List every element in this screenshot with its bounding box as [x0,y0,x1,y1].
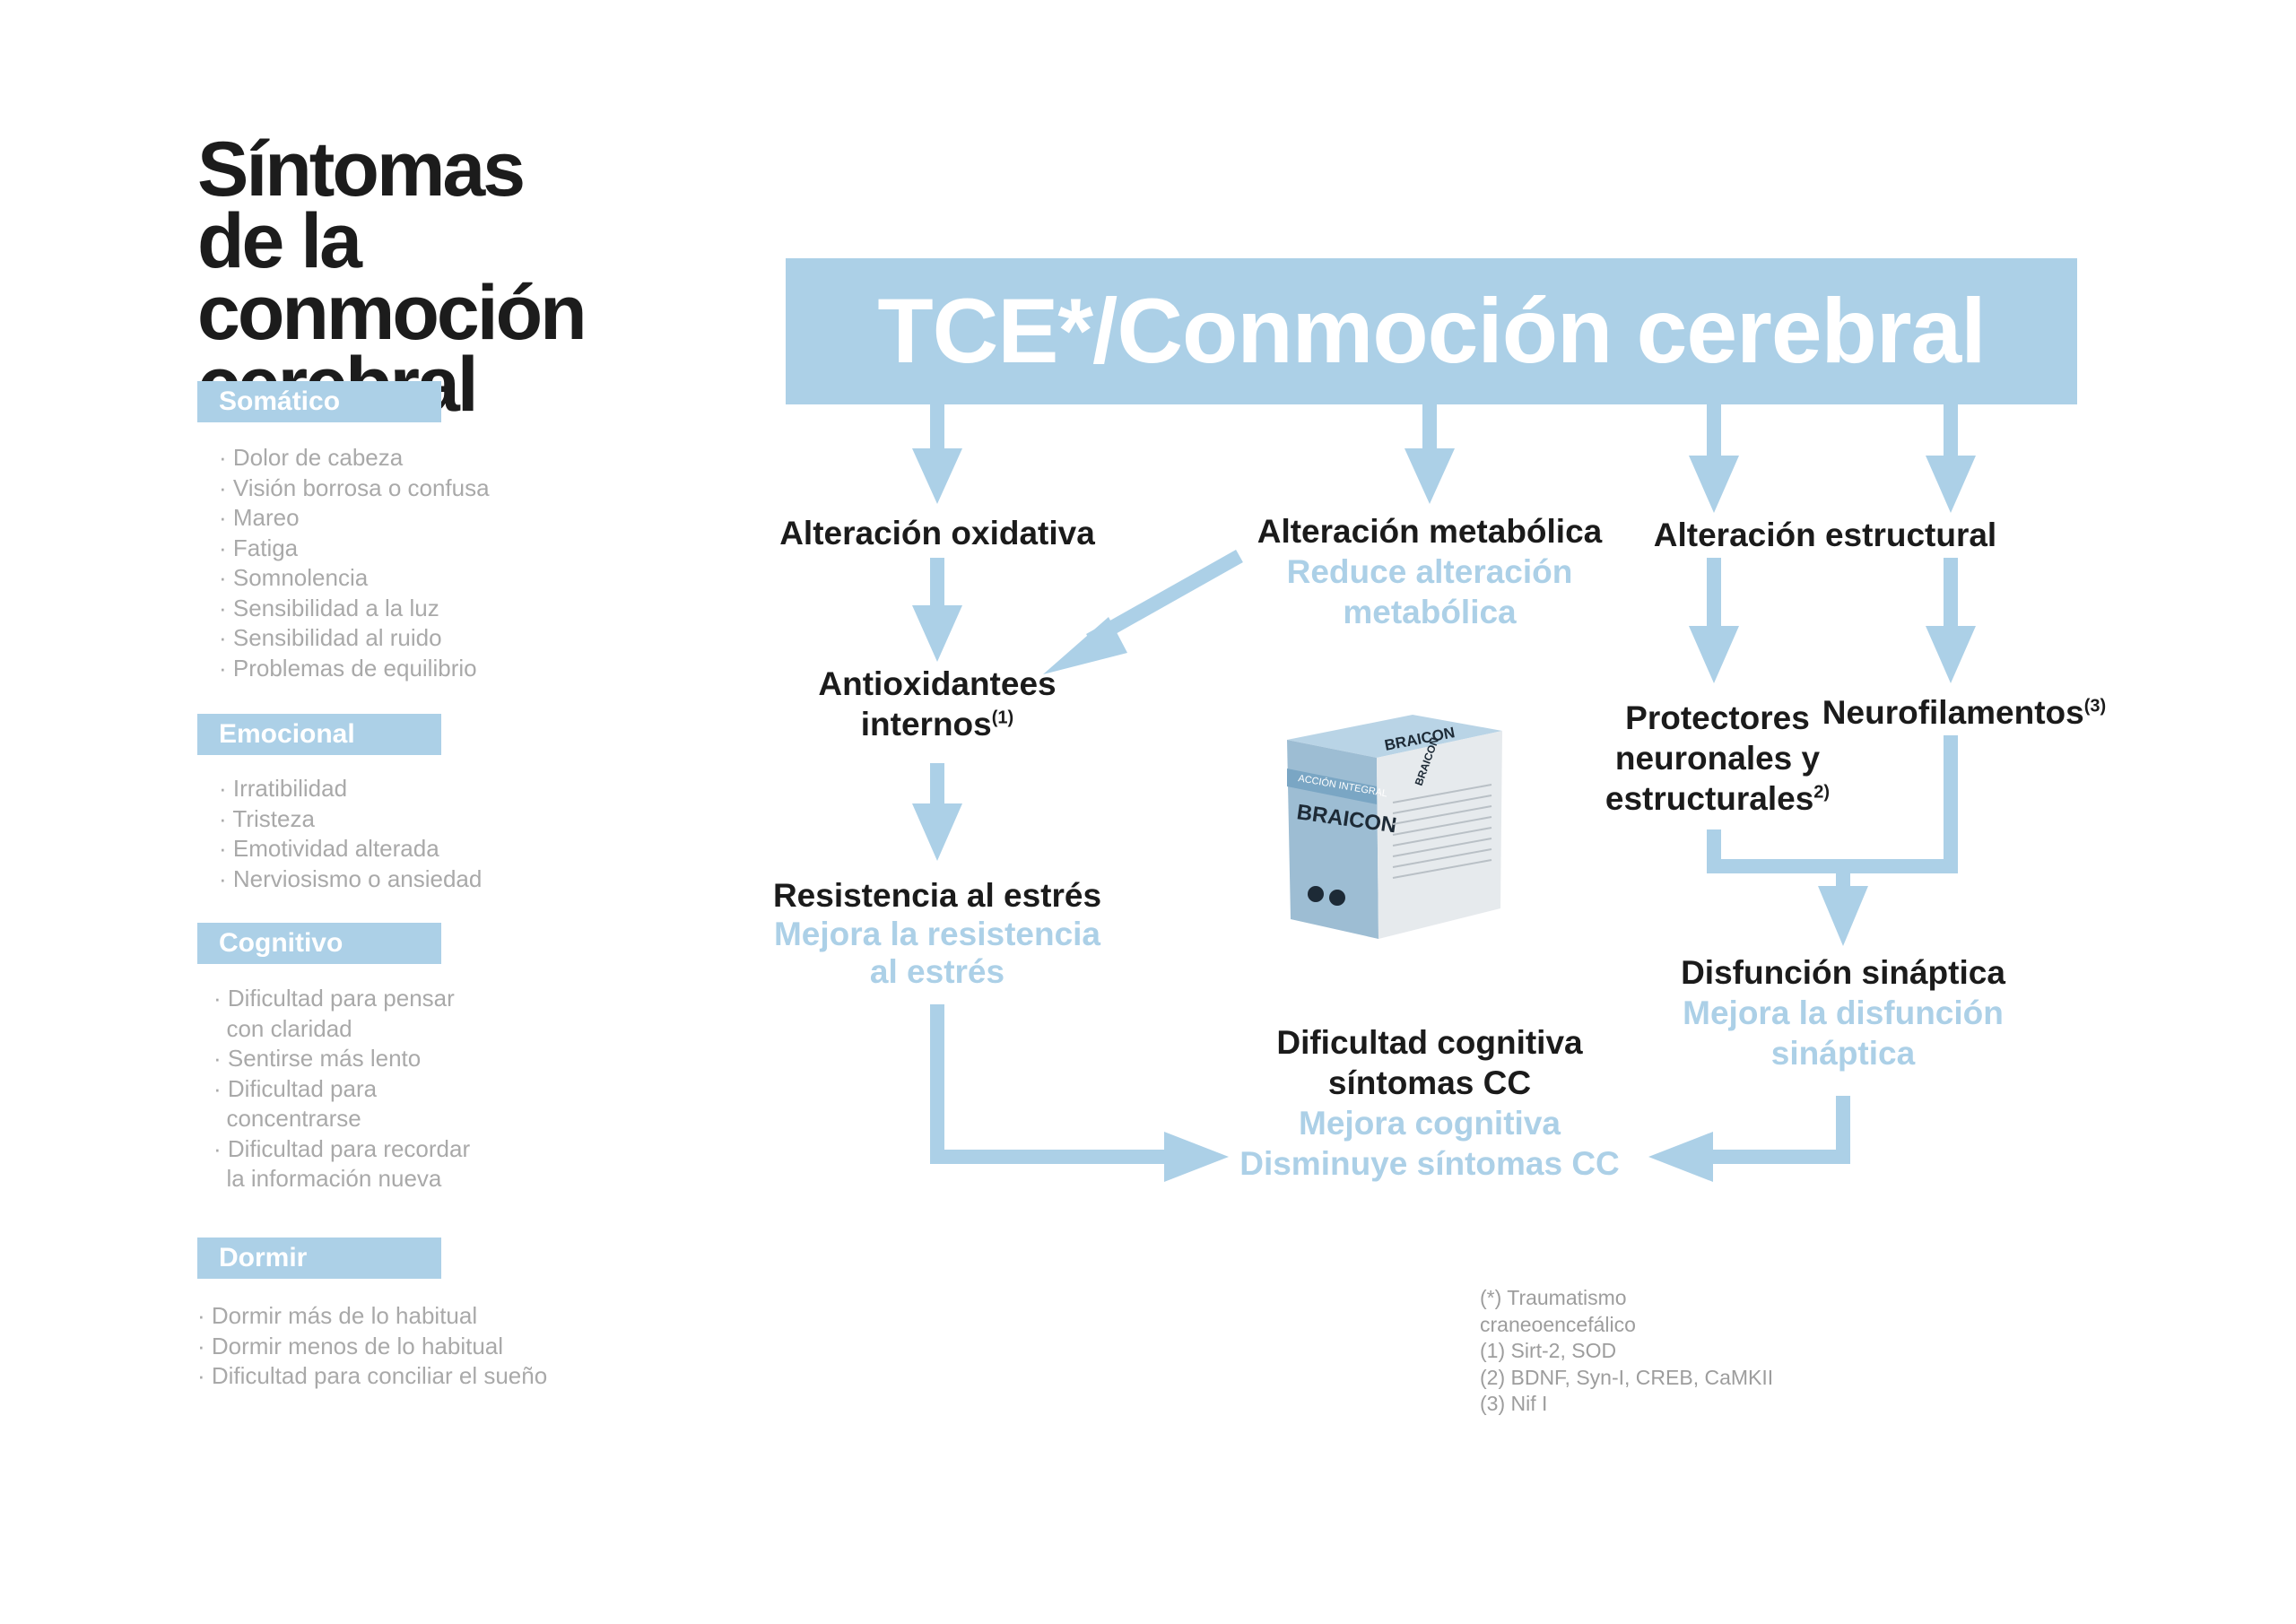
node-label-text: Neurofilamentos [1822,694,2084,731]
product-box-icon: ACCIÓN INTEGRAL BRAICON BRAICON BRAICON [1287,715,1502,939]
list-item: · Visión borrosa o confusa [219,473,490,501]
list-item: · Fatiga [219,534,299,561]
node-alteracion-metabolica: Alteración metabólica Reduce alteración … [1250,511,1609,632]
node-dificultad-cognitiva: Dificultad cognitiva síntomas CC Mejora … [1214,1022,1645,1184]
node-effect: sináptica [1770,1035,1916,1072]
footnotes: (*) Traumatismo craneoencefálico (1) Sir… [1480,1285,1773,1418]
category-label-somatico: Somático [197,381,441,422]
footnote: (2) BDNF, Syn-I, CREB, CaMKII [1480,1365,1774,1389]
arrow-head [1818,886,1868,946]
node-alteracion-oxidativa: Alteración oxidativa [758,513,1117,553]
title-line: conmoción [197,269,587,356]
node-label: Resistencia al estrés [772,877,1102,914]
arrow-head [1043,617,1127,674]
title-line: Síntomas [197,126,526,213]
arrow-shaft [1707,735,1958,873]
footnote: (1) Sirt-2, SOD [1480,1339,1617,1362]
node-label-text: internos [860,706,992,743]
list-item: · Problemas de equilibrio [219,654,477,682]
title-line: de la [197,197,362,284]
footnote-ref: (3) [2083,696,2107,716]
list-item: concentrarse [213,1105,361,1132]
node-label: Antioxidantees [818,665,1057,702]
arrow-shaft [1086,550,1243,647]
node-antioxidantes: Antioxidantees internos(1) [771,664,1103,744]
list-item: la información nueva [213,1165,442,1192]
node-neurofilamentos: Neurofilamentos(3) [1812,692,2117,733]
symptom-list-somatico: · Dolor de cabeza · Visión borrosa o con… [219,443,490,683]
node-label: Disfunción sináptica [1681,954,2005,991]
footnote: (*) Traumatismo [1480,1286,1627,1309]
list-item: · Emotividad alterada [219,835,439,862]
node-disfuncion-sinaptica: Disfunción sináptica Mejora la disfunció… [1664,952,2022,1073]
node-effect: metabólica [1343,594,1517,630]
list-item: · Dificultad para recordar [213,1134,471,1162]
node-effect: Reduce alteración [1286,553,1573,590]
category-label-dormir: Dormir [197,1238,441,1279]
list-item: · Dificultad para pensar [213,985,455,1012]
symptom-list-cognitivo: · Dificultad para pensar con claridad · … [213,984,470,1194]
list-item: · Tristeza [219,804,315,832]
node-label: Neurofilamentos(3) [1812,692,2117,733]
arrow-head [1689,456,1739,513]
node-effect: Mejora la resistencia [773,916,1101,952]
node-protectores: Protectores neuronales y estructurales2) [1565,698,1870,819]
arrow-shaft [930,1004,1166,1164]
node-effect: Disminuye síntomas CC [1239,1145,1620,1182]
list-item: · Irratibilidad [219,775,348,802]
node-effect: Mejora cognitiva [1299,1105,1561,1142]
list-item: · Sensibilidad a la luz [219,594,439,621]
footnote: (3) Nif I [1480,1392,1548,1415]
node-label: internos(1) [771,704,1103,744]
list-item: · Dolor de cabeza [219,444,404,471]
node-label: Protectores [1625,699,1810,736]
arrow-head [1648,1132,1713,1182]
list-item: · Mareo [219,504,300,531]
list-item: · Nerviosismo o ansiedad [219,864,483,892]
diagram-banner: TCE*/Conmoción cerebral [786,258,2077,404]
node-label-text: estructurales [1605,780,1814,817]
node-label: síntomas CC [1327,1064,1532,1101]
footnote: craneoencefálico [1480,1312,1636,1336]
node-label: Dificultad cognitiva [1276,1024,1583,1061]
list-item: · Dificultad para conciliar el sueño [197,1362,548,1389]
footnote-ref: (1) [991,708,1014,728]
list-item: · Dormir más de lo habitual [197,1302,478,1329]
list-item: · Sensibilidad al ruido [219,624,442,651]
arrow-head [912,605,962,662]
node-label: estructurales2) [1565,778,1870,819]
category-label-cognitivo: Cognitivo [197,923,441,964]
arrow-head [1405,448,1455,504]
arrow-head [1926,626,1976,683]
node-label: neuronales y [1614,740,1821,777]
list-item: · Dificultad para [213,1074,378,1102]
node-resistencia-estres: Resistencia al estrés Mejora la resisten… [758,875,1117,991]
node-effect: Mejora la disfunción [1683,994,2004,1031]
arrow-shaft [1711,1096,1850,1164]
list-item: · Dormir menos de lo habitual [197,1332,504,1359]
footnote-ref: 2) [1813,782,1831,803]
arrow-head [912,448,962,504]
node-alteracion-estructural: Alteración estructural [1646,515,2005,555]
arrow-head [1164,1132,1229,1182]
arrow-head [912,803,962,861]
product-box-image: ACCIÓN INTEGRAL BRAICON BRAICON BRAICON [1278,704,1511,942]
list-item: · Sentirse más lento [213,1045,422,1072]
list-item: · Somnolencia [219,564,369,591]
node-label: Alteración metabólica [1257,513,1603,550]
node-label: Alteración oxidativa [779,515,1095,551]
category-label-emocional: Emocional [197,714,441,755]
arrow-head [1926,456,1976,513]
symptom-list-dormir: · Dormir más de lo habitual · Dormir men… [197,1301,547,1392]
node-effect: al estrés [869,953,1005,990]
arrow-head [1689,626,1739,683]
list-item: con claridad [213,1014,352,1042]
symptom-list-emocional: · Irratibilidad · Tristeza · Emotividad … [219,774,482,894]
node-label: Alteración estructural [1653,517,1997,553]
